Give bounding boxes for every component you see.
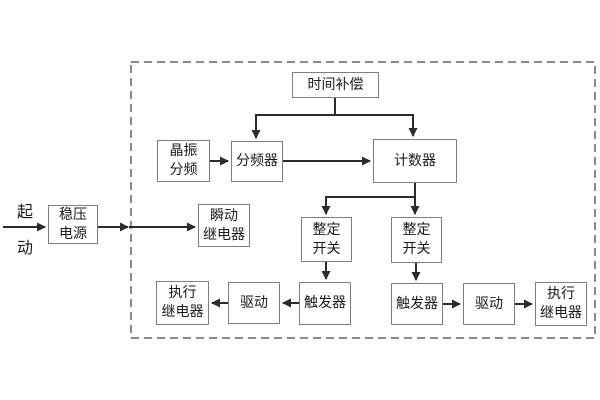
node-label: 整定 bbox=[402, 222, 431, 238]
node-label: 时间补偿 bbox=[307, 76, 364, 93]
node-label: 继电器 bbox=[161, 304, 204, 320]
node-time-compensation: 时间补偿 bbox=[292, 72, 379, 98]
node-label: 分频器 bbox=[236, 153, 278, 169]
node-label: 触发器 bbox=[304, 295, 346, 311]
module-boundary bbox=[130, 61, 596, 339]
node-label: 晶振 bbox=[169, 143, 198, 159]
node-drive-right: 驱动 bbox=[463, 283, 515, 325]
node-instant-relay: 瞬动 继电器 bbox=[198, 204, 250, 247]
node-setting-switch-right: 整定 开关 bbox=[391, 217, 442, 263]
node-trigger-left: 触发器 bbox=[299, 282, 351, 325]
node-label: 计数器 bbox=[394, 152, 436, 169]
node-label: 继电器 bbox=[203, 226, 245, 243]
node-label: 分频 bbox=[169, 162, 198, 178]
node-trigger-right: 触发器 bbox=[391, 283, 443, 325]
start-label-line2: 动 bbox=[16, 238, 33, 257]
node-label: 触发器 bbox=[396, 295, 438, 312]
node-frequency-divider: 分频器 bbox=[231, 141, 283, 182]
node-counter: 计数器 bbox=[373, 139, 457, 183]
node-label: 电源 bbox=[59, 225, 87, 242]
start-label-line1: 起 bbox=[16, 202, 33, 221]
node-crystal-divider: 晶振 分频 bbox=[157, 140, 210, 182]
node-exec-relay-left: 执行 继电器 bbox=[156, 281, 209, 325]
node-label: 执行 bbox=[168, 285, 197, 301]
node-label: 驱动 bbox=[240, 294, 268, 311]
node-label: 整定 bbox=[312, 221, 341, 238]
node-label: 执行 bbox=[547, 286, 575, 302]
node-label: 瞬动 bbox=[210, 207, 238, 224]
node-label: 继电器 bbox=[540, 305, 582, 321]
node-drive-left: 驱动 bbox=[228, 282, 280, 324]
node-label: 驱动 bbox=[475, 295, 503, 312]
node-label: 开关 bbox=[402, 241, 431, 257]
node-label: 稳压 bbox=[59, 206, 87, 223]
node-exec-relay-right: 执行 继电器 bbox=[535, 282, 587, 326]
node-label: 开关 bbox=[312, 240, 341, 257]
node-power-supply: 稳压 电源 bbox=[48, 205, 98, 244]
node-setting-switch-left: 整定 开关 bbox=[301, 217, 352, 262]
start-label: 起 动 bbox=[8, 203, 42, 257]
